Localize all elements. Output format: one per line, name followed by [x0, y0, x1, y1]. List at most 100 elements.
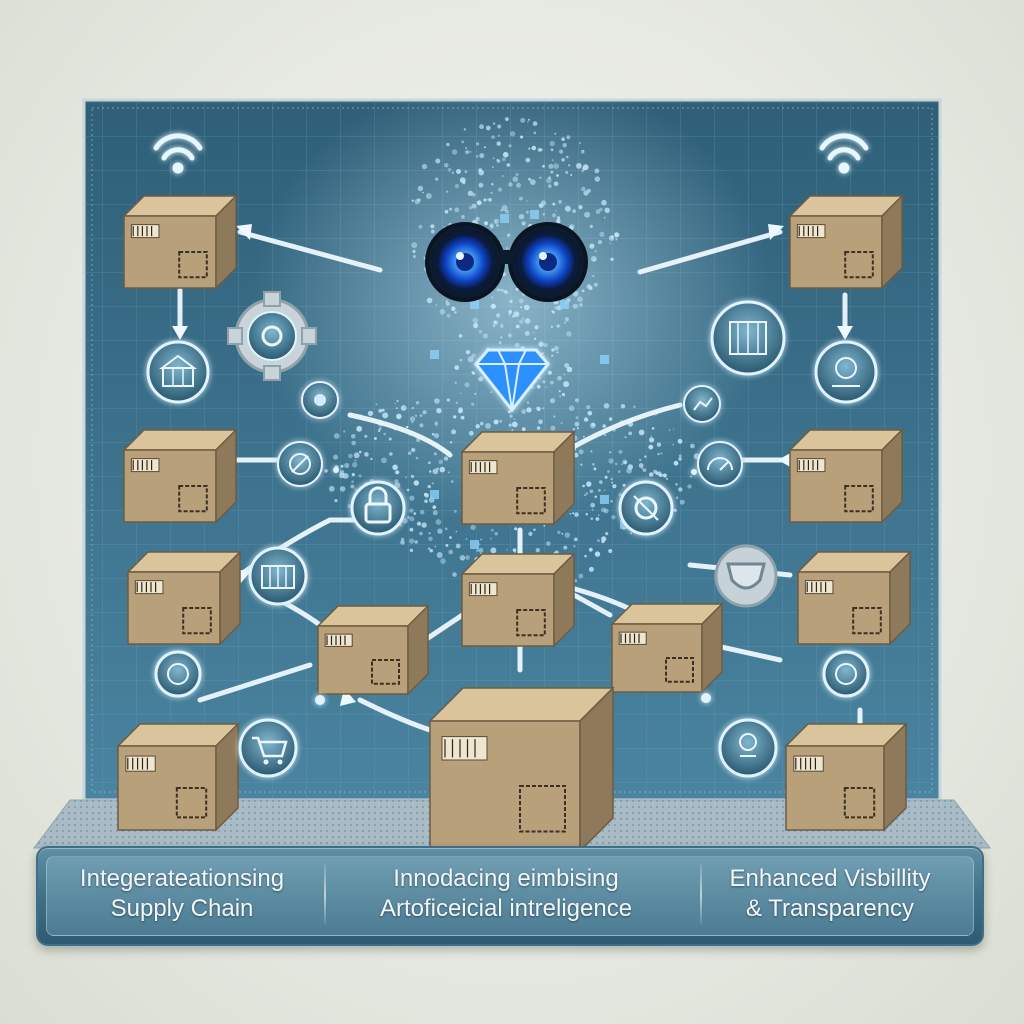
particle-dot	[556, 218, 561, 224]
particle-dot	[433, 452, 437, 456]
particle-dot	[471, 402, 475, 406]
particle-dot	[493, 321, 497, 324]
particle-dot	[575, 416, 579, 420]
particle-dot	[348, 453, 353, 459]
particle-dot	[480, 538, 483, 541]
particle-dot	[448, 471, 450, 474]
particle-dot	[379, 427, 382, 430]
particle-dot	[452, 572, 457, 577]
particle-dot	[570, 174, 573, 176]
particle-dot	[576, 427, 580, 430]
particle-dot	[672, 443, 674, 446]
particle-dot	[599, 207, 603, 212]
particle-dot	[578, 205, 583, 210]
particle-dot	[650, 435, 652, 438]
barcode-icon	[441, 736, 488, 761]
particle-dot	[564, 317, 570, 322]
particle-dot	[428, 532, 431, 535]
particle-dot	[515, 173, 519, 176]
particle-dot	[578, 573, 584, 579]
particle-dot	[545, 386, 547, 388]
particle-dot	[471, 203, 477, 209]
particle-dot	[533, 528, 536, 531]
caption-visibility-line2: & Transparency	[745, 895, 915, 922]
particle-dot	[498, 187, 503, 192]
particle-dot	[424, 499, 428, 503]
particle-dot	[687, 484, 692, 489]
particle-dot	[475, 142, 480, 146]
particle-dot	[354, 459, 357, 462]
particle-dot	[546, 541, 551, 546]
particle-dot	[463, 128, 467, 131]
particle-dot	[508, 182, 513, 187]
particle-dot	[435, 519, 442, 525]
particle-dot	[578, 449, 584, 455]
particle-dot	[563, 373, 565, 376]
particle-dot	[465, 146, 468, 150]
particle-dot	[447, 168, 452, 172]
particle-dot	[521, 221, 526, 226]
particle-dot	[662, 473, 667, 478]
ai-eye-right	[508, 222, 588, 302]
particle-dot	[409, 527, 414, 532]
particle-dot	[412, 255, 416, 258]
particle-dot	[518, 298, 524, 304]
particle-dot	[440, 558, 446, 564]
particle-dot	[432, 505, 437, 509]
particle-dot	[583, 417, 589, 422]
particle-dot	[451, 429, 457, 435]
particle-dot	[498, 341, 502, 345]
particle-dot	[513, 311, 520, 317]
particle-dot	[419, 414, 423, 418]
particle-dot	[478, 547, 484, 553]
particle-dot	[549, 140, 555, 147]
particle-dot	[618, 470, 621, 473]
particle-dot	[451, 171, 454, 174]
particle-dot	[638, 429, 645, 436]
particle-dot	[620, 463, 623, 466]
particle-dot	[496, 224, 499, 227]
particle-block	[470, 300, 479, 309]
particle-dot	[519, 196, 523, 201]
particle-dot	[574, 512, 579, 517]
particle-dot	[490, 547, 497, 554]
particle-dot	[459, 358, 463, 362]
particle-dot	[395, 470, 400, 475]
particle-dot	[558, 390, 561, 393]
particle-dot	[400, 537, 405, 542]
barcode-icon	[125, 755, 156, 772]
particle-dot	[356, 425, 363, 432]
particle-dot	[500, 288, 504, 293]
particle-dot	[525, 157, 531, 163]
particle-dot	[416, 521, 422, 526]
particle-dot	[421, 163, 428, 170]
cardboard-box	[316, 604, 430, 696]
barcode-icon	[134, 580, 164, 595]
particle-dot	[454, 311, 457, 314]
particle-dot	[508, 423, 512, 427]
particle-dot	[568, 405, 575, 412]
cardboard-box	[610, 602, 724, 694]
sparkle-dots	[315, 467, 711, 705]
particle-dot	[427, 485, 431, 489]
particle-dot	[602, 424, 607, 428]
particle-dot	[642, 468, 647, 472]
particle-dot	[644, 455, 647, 458]
particle-dot	[479, 153, 485, 159]
particle-dot	[478, 182, 484, 188]
ai-chip-icon	[710, 300, 786, 376]
particle-dot	[572, 512, 575, 515]
particle-dot	[461, 215, 465, 219]
particle-block	[530, 210, 539, 219]
particle-dot	[678, 487, 683, 492]
particle-dot	[551, 213, 557, 218]
particle-dot	[465, 555, 470, 560]
particle-dot	[610, 477, 613, 481]
particle-dot	[547, 184, 552, 189]
particle-dot	[626, 467, 632, 474]
particle-dot	[564, 532, 571, 538]
particle-dot	[594, 249, 597, 253]
particle-dot	[655, 471, 659, 475]
particle-dot	[428, 536, 433, 542]
particle-dot	[496, 313, 501, 318]
